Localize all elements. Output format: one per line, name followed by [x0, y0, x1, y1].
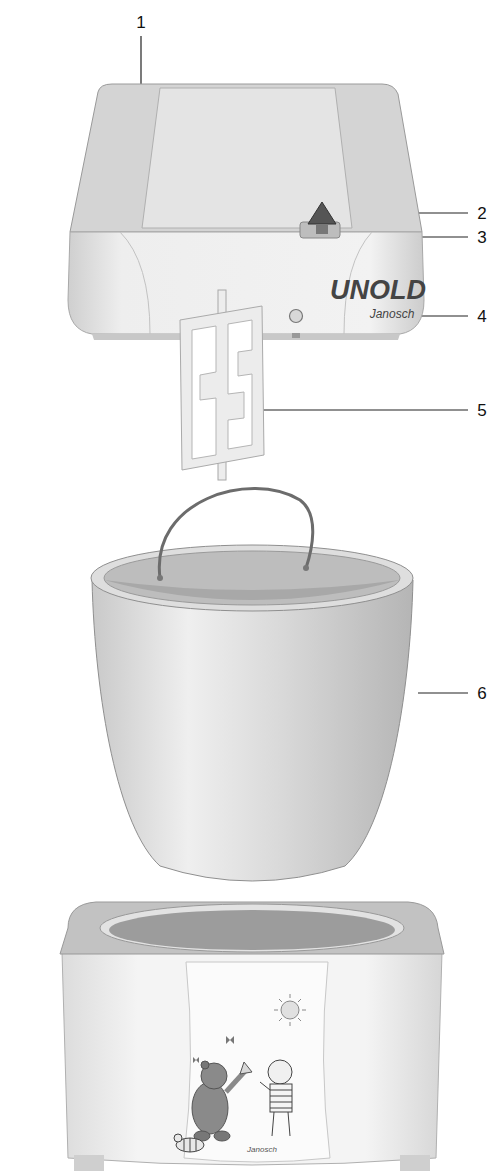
- callout-number: 2: [477, 205, 486, 222]
- artist-signature: Janosch: [247, 1146, 277, 1154]
- callout-number: 6: [477, 685, 486, 702]
- callout-number: 4: [477, 308, 486, 325]
- brand-signature: Janosch: [370, 308, 415, 320]
- cooling-base: [60, 902, 444, 1171]
- callout-number: 5: [477, 402, 486, 419]
- brand-logo: UNOLD: [330, 277, 426, 304]
- callout-number: 1: [136, 14, 145, 31]
- freezer-bowl: [91, 489, 413, 881]
- callout-number: 3: [477, 229, 486, 246]
- stirring-paddle: [180, 290, 264, 480]
